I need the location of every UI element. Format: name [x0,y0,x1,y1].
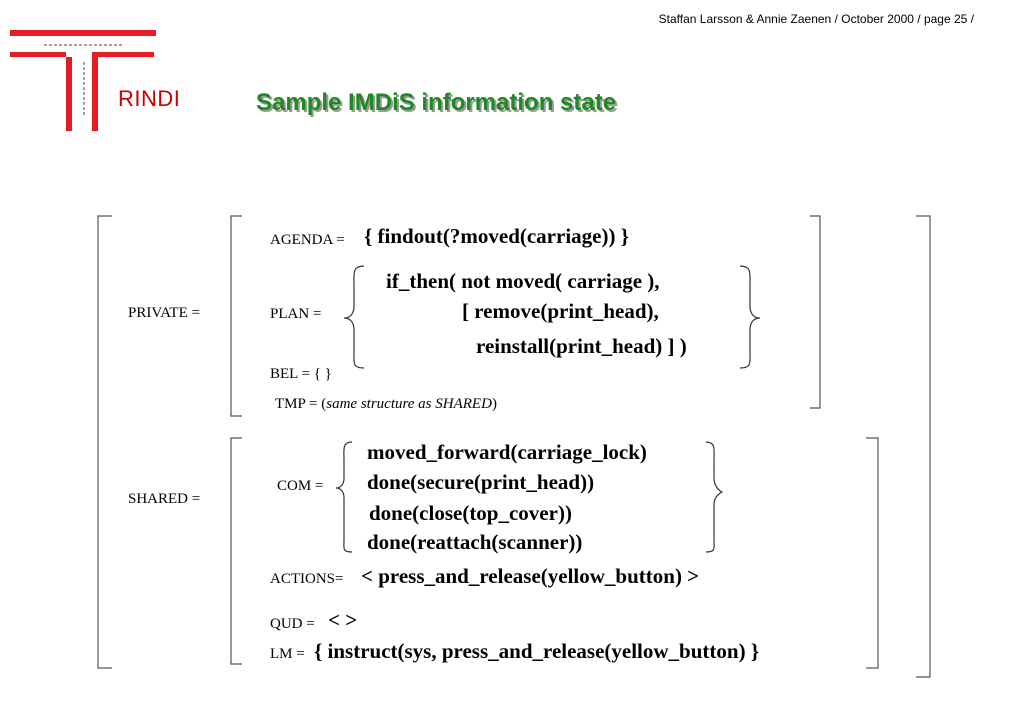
plan-label: PLAN = [270,306,322,322]
shared-label: SHARED = [128,491,201,507]
actions-label: ACTIONS= [270,571,344,587]
com-line-1: moved_forward(carriage_lock) [367,440,647,464]
com-line-4: done(reattach(scanner)) [367,530,583,554]
tmp-prefix: TMP = ( [275,396,327,412]
outer-bracket [97,215,931,678]
plan-line-2: [ remove(print_head), [462,299,659,323]
qud-label: QUD = [270,616,315,632]
com-braces [335,441,724,553]
tmp-suffix: ) [491,396,497,412]
rindi-logo-icon [10,30,156,131]
private-label: PRIVATE = [128,305,200,321]
plan-braces [343,265,761,369]
header-credit: Staffan Larsson & Annie Zaenen / October… [658,12,974,26]
com-label: COM = [277,478,324,494]
slide-title: Sample IMDiS information state [256,89,617,116]
private-bracket [230,215,821,417]
shared-bracket [230,437,879,669]
qud-value: < > [328,608,358,632]
plan-line-3: reinstall(print_head) ] ) [476,334,687,358]
com-line-3: done(close(top_cover)) [369,501,572,525]
plan-line-1: if_then( not moved( carriage ), [386,269,660,293]
lm-label: LM = [270,646,305,662]
bel-field: BEL = { } [270,366,332,382]
com-line-2: done(secure(print_head)) [367,470,595,494]
agenda-label: AGENDA = [270,232,345,248]
lm-value: { instruct(sys, press_and_release(yellow… [314,639,760,663]
tmp-note: same structure as SHARED [326,396,492,412]
tmp-field: TMP = (same structure as SHARED) [275,396,497,413]
agenda-value: { findout(?moved(carriage)) } [364,224,629,248]
actions-value: < press_and_release(yellow_button) > [361,564,700,588]
rindi-logo-text: RINDI [118,86,181,111]
